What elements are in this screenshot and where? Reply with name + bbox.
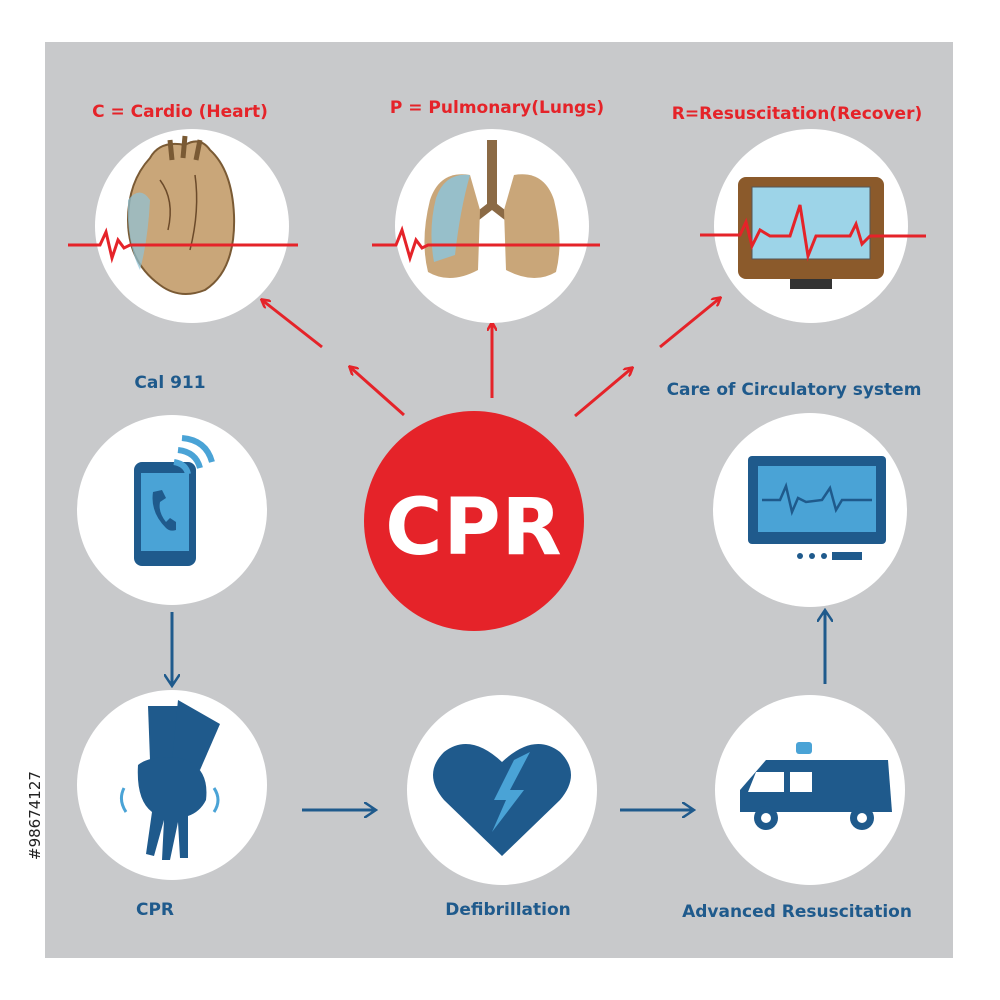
step-cpr-label: CPR [135,900,175,920]
chest-compression-hands-icon [77,690,267,880]
cardio-definition: C = Cardio (Heart) [92,102,268,122]
broken-heart-shock-icon [407,695,597,885]
step-call-911-label: Cal 911 [134,373,206,393]
watermark-id: #98674127 [26,771,44,860]
pulmonary-definition: P = Pulmonary(Lungs) [389,98,605,118]
ambulance-icon [715,695,905,885]
cardiac-monitor-icon [713,413,907,607]
heart-monitor-icon [700,129,926,323]
blue-arrows [172,610,825,810]
resuscitation-definition: R=Resuscitation(Recover) [671,104,923,124]
red-arrows [262,298,720,418]
step-defibrillation-label: Defibrillation [445,900,571,920]
heart-organ-icon [68,129,298,323]
step-advanced-resuscitation-label: Advanced Resuscitation [682,902,912,922]
step-circulatory-care-label: Care of Circulatory system [666,380,922,400]
cpr-center-circle [364,411,584,631]
center-cpr-label: CPR [385,483,563,573]
lungs-icon [372,129,600,323]
phone-call-icon [77,415,267,605]
